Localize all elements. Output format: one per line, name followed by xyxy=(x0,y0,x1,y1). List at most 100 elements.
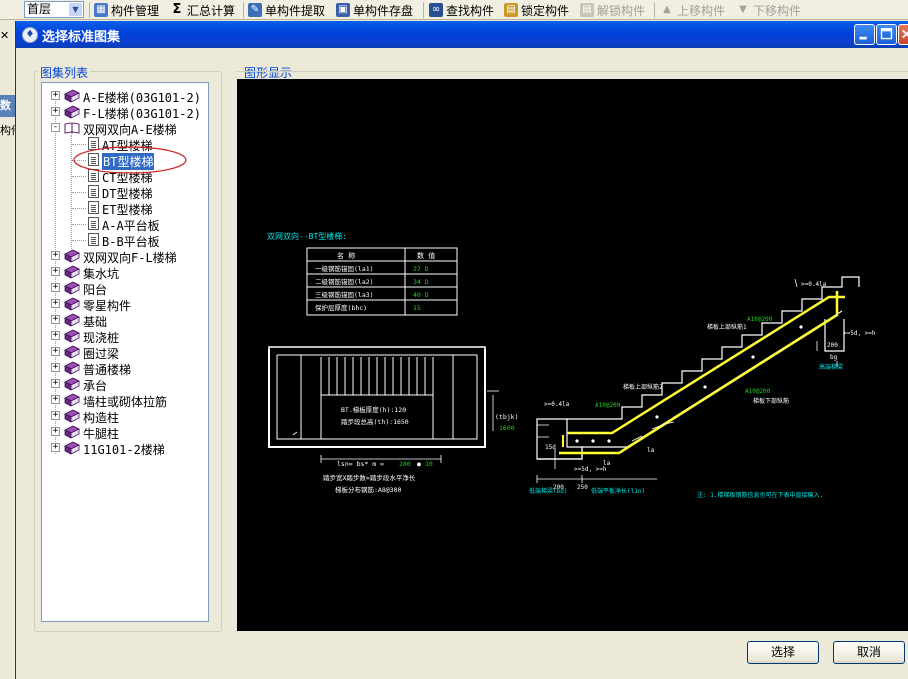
tree-item-label: 双网双向F-L楼梯 xyxy=(83,251,177,265)
tree-item-label: AT型楼梯 xyxy=(102,139,153,153)
tree-guide xyxy=(72,160,86,161)
toolbar-separator xyxy=(423,2,424,18)
tree-item[interactable]: +构造柱 xyxy=(42,408,208,425)
expand-icon[interactable]: + xyxy=(51,106,60,116)
expand-icon[interactable]: + xyxy=(51,378,60,388)
document-icon xyxy=(88,201,99,214)
dialog-titlebar[interactable]: ♦ 选择标准图集 xyxy=(16,21,908,48)
expand-icon[interactable]: + xyxy=(51,250,60,260)
close-icon[interactable]: ✕ xyxy=(0,29,10,42)
atlas-tree[interactable]: +A-E楼梯(03G101-2)+F-L楼梯(03G101-2)-双网双向A-E… xyxy=(41,82,209,622)
close-button[interactable] xyxy=(898,24,908,45)
book-icon xyxy=(64,377,80,391)
expand-icon[interactable]: + xyxy=(51,330,60,340)
book-icon xyxy=(64,105,80,119)
tree-item[interactable]: ET型楼梯 xyxy=(42,200,208,217)
expand-icon[interactable]: + xyxy=(51,426,60,436)
tree-item[interactable]: A-A平台板 xyxy=(42,216,208,233)
lock-icon: ▤ xyxy=(504,3,518,17)
maximize-icon xyxy=(880,27,893,40)
tree-item[interactable]: +基础 xyxy=(42,312,208,329)
expand-icon[interactable]: + xyxy=(51,266,60,276)
tree-item[interactable]: AT型楼梯 xyxy=(42,136,208,153)
document-icon xyxy=(88,217,99,230)
tree-item[interactable]: -双网双向A-E楼梯 xyxy=(42,120,208,137)
unlock-component-button[interactable]: ▤ 解锁构件 xyxy=(580,1,645,19)
expand-icon[interactable]: + xyxy=(51,410,60,420)
collapse-icon[interactable]: - xyxy=(51,122,60,132)
plan-step-height-label: 踏步段总高(th):1650 xyxy=(341,417,409,426)
tree-item[interactable]: B-B平台板 xyxy=(42,232,208,249)
save-component-button[interactable]: ▣ 单构件存盘 xyxy=(336,1,413,19)
extract-component-button[interactable]: ✎ 单构件提取 xyxy=(248,1,325,19)
find-component-label: 查找构件 xyxy=(446,3,495,18)
section-high-beam: 高端梯梁 xyxy=(819,363,843,371)
book-icon xyxy=(64,281,80,295)
plan-length-label: lsn= bs* m = xyxy=(337,460,384,468)
find-component-button[interactable]: ∞ 查找构件 xyxy=(429,1,494,19)
section-200-top: 200 xyxy=(827,342,838,349)
tree-item-label: F-L楼梯(03G101-2) xyxy=(83,107,201,121)
expand-icon[interactable]: + xyxy=(51,282,60,292)
plan-thickness-label: BT.梯板厚度(h):120 xyxy=(341,405,406,414)
plan-length-times: ● xyxy=(417,460,421,468)
summary-calc-label: 汇总计算 xyxy=(187,3,236,18)
table-cell: 15 xyxy=(413,304,421,312)
tree-group-label: 图集列表 xyxy=(38,64,91,81)
extract-component-label: 单构件提取 xyxy=(265,3,326,18)
tree-item[interactable]: + 集水坑 xyxy=(42,264,208,281)
tree-item[interactable]: +11G101-2楼梯 xyxy=(42,440,208,457)
summary-calc-button[interactable]: Σ 汇总计算 xyxy=(170,1,235,19)
tree-item-label: 11G101-2楼梯 xyxy=(83,443,165,457)
cancel-button[interactable]: 取消 xyxy=(833,641,905,664)
section-low-plate: 低端平板净长(l1n) xyxy=(591,487,645,495)
sigma-icon: Σ xyxy=(172,2,182,17)
tree-item-label: 集水坑 xyxy=(83,267,120,281)
expand-icon[interactable]: + xyxy=(51,314,60,324)
expand-icon[interactable]: + xyxy=(51,346,60,356)
select-button[interactable]: 选择 xyxy=(747,641,819,664)
tree-guide xyxy=(72,176,86,177)
move-up-button[interactable]: ▲ 上移构件 xyxy=(660,1,725,19)
background-window: ✕ 数 构件 xyxy=(0,20,16,679)
tree-item[interactable]: +零星构件 xyxy=(42,296,208,313)
expand-icon[interactable]: + xyxy=(51,362,60,372)
floor-select[interactable]: 首层 ▼ xyxy=(24,1,84,18)
plan-dim-value: 1600 xyxy=(499,424,515,432)
tree-item[interactable]: + 双网双向F-L楼梯 xyxy=(42,248,208,265)
move-down-button[interactable]: ▼ 下移构件 xyxy=(736,1,801,19)
expand-icon[interactable]: + xyxy=(51,298,60,308)
document-icon xyxy=(88,137,99,150)
component-manage-button[interactable]: ▦ 构件管理 xyxy=(94,1,159,19)
tree-item-label: DT型楼梯 xyxy=(102,187,153,201)
tree-item[interactable]: +牛腿柱 xyxy=(42,424,208,441)
expand-icon[interactable]: + xyxy=(51,442,60,452)
tree-item[interactable]: + F-L楼梯(03G101-2) xyxy=(42,104,208,121)
drawing-preview[interactable]: 双网双向--BT型楼梯: 名 称 数 值 一级钢筋锚固(la1) 27 D 二级… xyxy=(237,79,908,631)
maximize-button[interactable] xyxy=(876,24,897,45)
toolbar-separator xyxy=(654,2,655,18)
background-label: 构件 xyxy=(0,124,16,137)
chevron-down-icon[interactable]: ▼ xyxy=(69,3,82,16)
section-low-beam: 低端梯梁(bd) xyxy=(529,487,567,495)
table-cell: 保护层厚度(bhc) xyxy=(315,303,367,312)
lock-component-button[interactable]: ▤ 锁定构件 xyxy=(504,1,569,19)
expand-icon[interactable]: + xyxy=(51,90,60,100)
table-cell: 三级钢筋锚固(la3) xyxy=(315,290,374,299)
expand-icon[interactable]: + xyxy=(51,394,60,404)
tree-item[interactable]: DT型楼梯 xyxy=(42,184,208,201)
tree-item[interactable]: +承台 xyxy=(42,376,208,393)
tree-item[interactable]: +普通楼梯 xyxy=(42,360,208,377)
table-cell: 二级钢筋锚固(la2) xyxy=(315,277,374,286)
tree-item[interactable]: +A-E楼梯(03G101-2) xyxy=(42,88,208,105)
binoculars-icon: ∞ xyxy=(429,3,443,17)
tree-item[interactable]: +现浇桩 xyxy=(42,328,208,345)
section-15d: 15d xyxy=(545,444,556,451)
tree-item[interactable]: BT型楼梯 xyxy=(42,152,208,170)
tree-item[interactable]: +墙柱或砌体拉筋 xyxy=(42,392,208,409)
tree-item[interactable]: +阳台 xyxy=(42,280,208,297)
minimize-button[interactable] xyxy=(854,24,875,45)
tree-guide xyxy=(72,144,86,145)
move-up-label: 上移构件 xyxy=(677,3,726,18)
tree-item[interactable]: +圈过梁 xyxy=(42,344,208,361)
